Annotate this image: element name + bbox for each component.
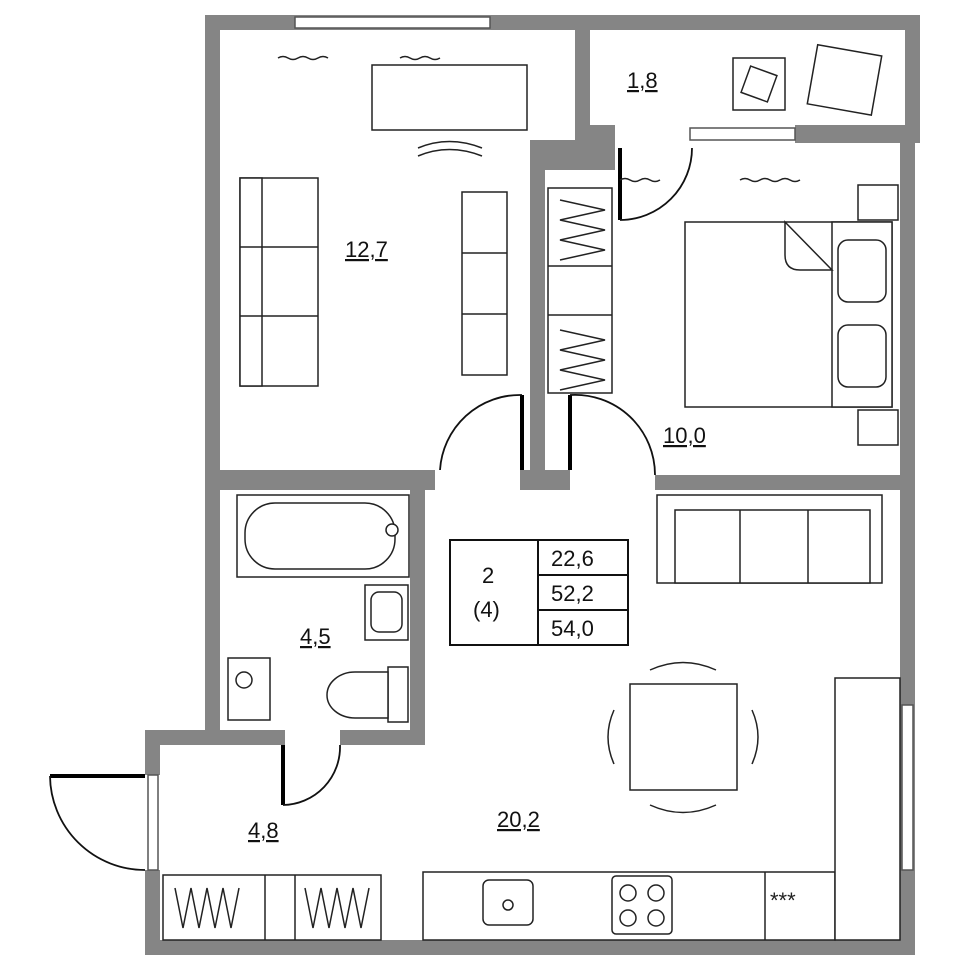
doors	[49, 147, 693, 871]
variant: (4)	[473, 597, 500, 622]
living-area: 22,6	[551, 546, 594, 571]
balcony-furniture	[732, 43, 883, 116]
area-labels: 1,8 12,7 10,0 4,5 4,8 20,2	[248, 68, 706, 843]
summary-table: 2 (4) 22,6 52,2 54,0	[449, 539, 629, 646]
hob-stars: ***	[770, 888, 796, 913]
total-area-with-balcony: 54,0	[551, 616, 594, 641]
living-kitchen-furniture: ***	[162, 494, 901, 941]
left-bedroom-furniture	[239, 55, 613, 394]
total-area: 52,2	[551, 581, 594, 606]
rooms-count: 2	[482, 563, 494, 588]
area-bedroom-right: 10,0	[663, 423, 706, 448]
right-bedroom-furniture	[619, 177, 899, 446]
area-kitchen-living: 20,2	[497, 807, 540, 832]
area-hall: 4,8	[248, 818, 279, 843]
bathroom-fixtures	[227, 494, 410, 723]
area-balcony: 1,8	[627, 68, 658, 93]
area-bedroom-left: 12,7	[345, 237, 388, 262]
area-bathroom: 4,5	[300, 624, 331, 649]
windows	[147, 16, 914, 871]
